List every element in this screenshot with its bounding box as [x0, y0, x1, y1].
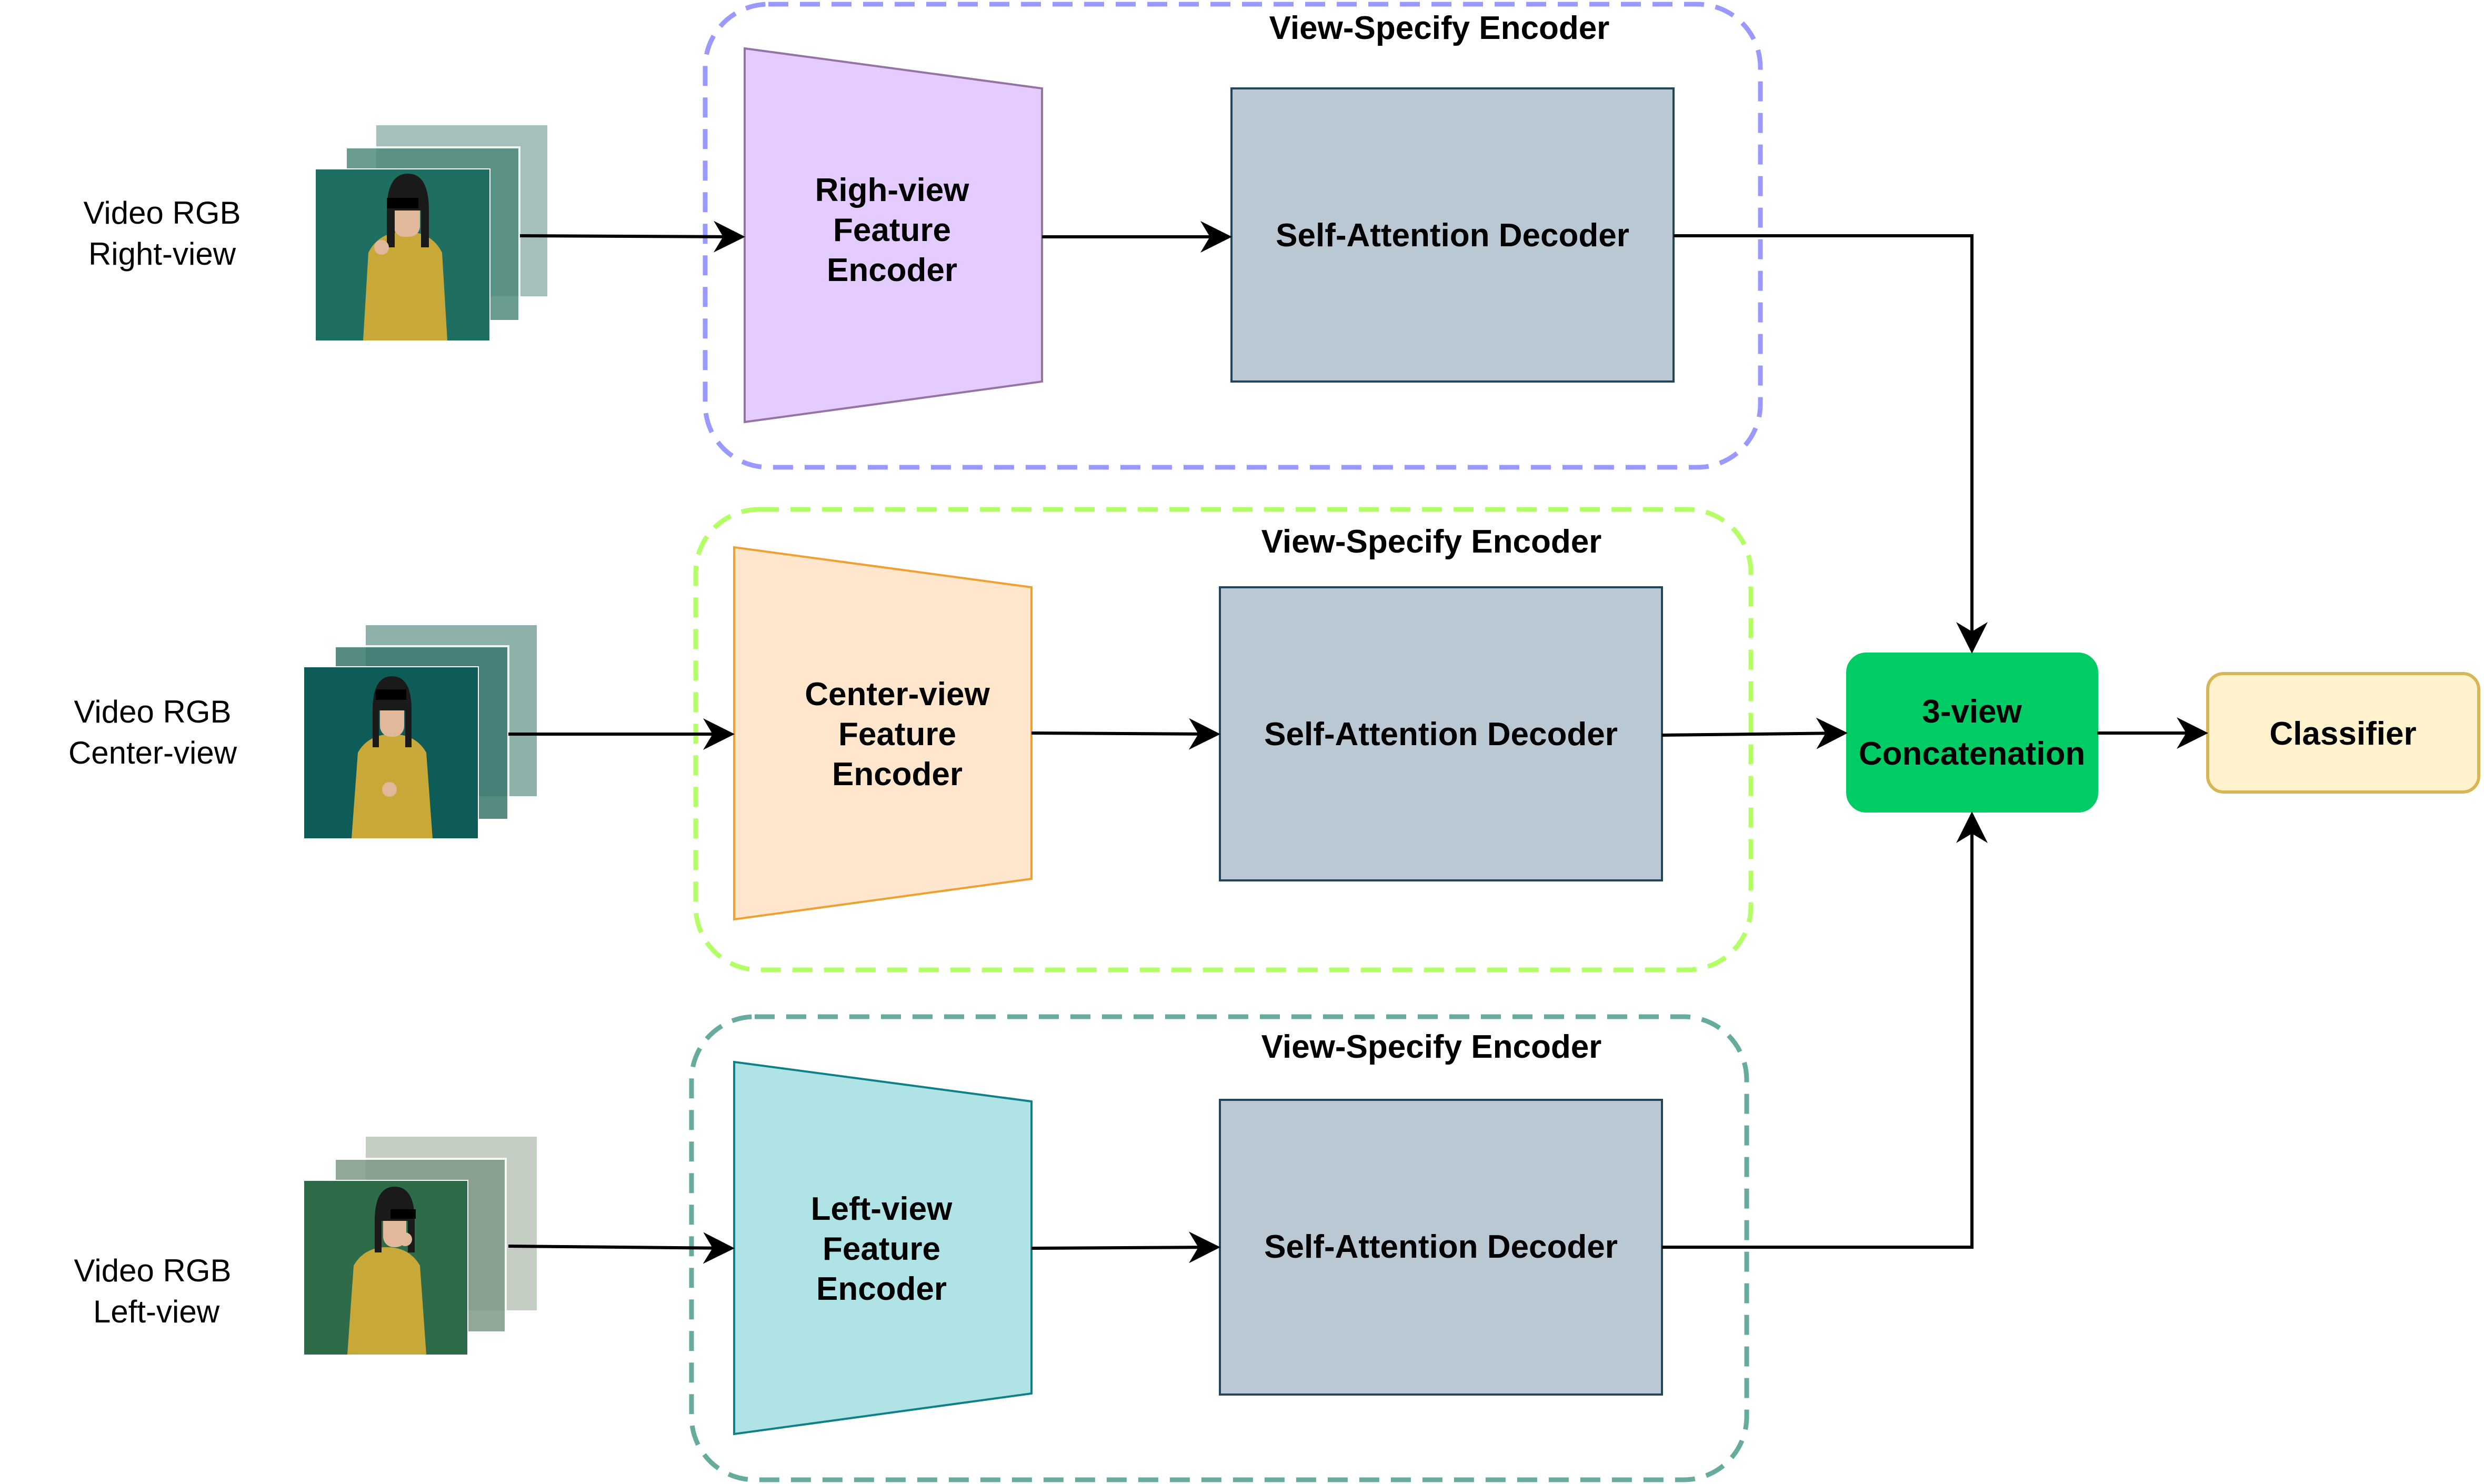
- arrow-right-decoder-to-concat: [1674, 234, 1988, 654]
- center-view-feature-encoder: [733, 546, 1033, 921]
- video-frames-left-view: [303, 1137, 537, 1356]
- center-view-self-attention-decoder: [1219, 586, 1663, 881]
- right-encoder-line3: Encoder: [827, 252, 957, 288]
- left-view-feature-encoder: [733, 1060, 1033, 1436]
- left-view-self-attention-decoder: [1219, 1099, 1663, 1396]
- three-view-concatenation-block: [1846, 653, 2098, 813]
- arrow-left-decoder-to-concat: [1662, 811, 1988, 1249]
- group-center-title: View-Specify Encoder: [1261, 524, 1602, 560]
- center-encoder-line1: Center-view: [805, 676, 990, 713]
- input-right-label-line1: Video RGB: [83, 195, 241, 230]
- arrow-right-input-to-encoder: [519, 220, 745, 253]
- center-decoder-label: Self-Attention Decoder: [1264, 716, 1618, 753]
- right-view-self-attention-decoder: [1230, 87, 1675, 383]
- input-left-label-line1: Video RGB: [74, 1253, 231, 1288]
- left-encoder-line1: Left-view: [811, 1191, 953, 1227]
- arrow-center-decoder-to-concat: [1661, 717, 1848, 749]
- right-encoder-line2: Feature: [833, 212, 951, 248]
- concat-line2: Concatenation: [1859, 736, 2086, 772]
- concat-line1: 3-view: [1922, 694, 2022, 730]
- input-left-label-line2: Left-view: [93, 1294, 220, 1329]
- group-center-view-encoder: [693, 507, 1754, 972]
- right-encoder-line1: Righ-view: [815, 172, 970, 208]
- input-center-label-line1: Video RGB: [74, 694, 231, 729]
- classifier-label: Classifier: [2269, 716, 2416, 752]
- center-encoder-line2: Feature: [838, 716, 956, 753]
- video-frames-right-view: [315, 125, 547, 342]
- input-center-label-line2: Center-view: [68, 735, 237, 770]
- group-left-title: View-Specify Encoder: [1261, 1029, 1602, 1065]
- arrow-center-encoder-to-decoder: [1031, 718, 1220, 750]
- right-view-feature-encoder: [744, 47, 1043, 424]
- right-decoder-label: Self-Attention Decoder: [1276, 217, 1629, 254]
- center-encoder-line3: Encoder: [832, 756, 963, 793]
- arrow-left-input-to-encoder: [508, 1232, 735, 1264]
- left-encoder-line3: Encoder: [816, 1271, 947, 1307]
- input-right-label-line2: Right-view: [88, 236, 236, 272]
- left-decoder-label: Self-Attention Decoder: [1264, 1229, 1618, 1265]
- group-right-title: View-Specify Encoder: [1269, 10, 1610, 46]
- arrow-left-encoder-to-decoder: [1031, 1231, 1220, 1264]
- video-frames-center-view: [303, 625, 537, 839]
- connections: [508, 220, 2208, 1264]
- left-encoder-line2: Feature: [823, 1231, 940, 1267]
